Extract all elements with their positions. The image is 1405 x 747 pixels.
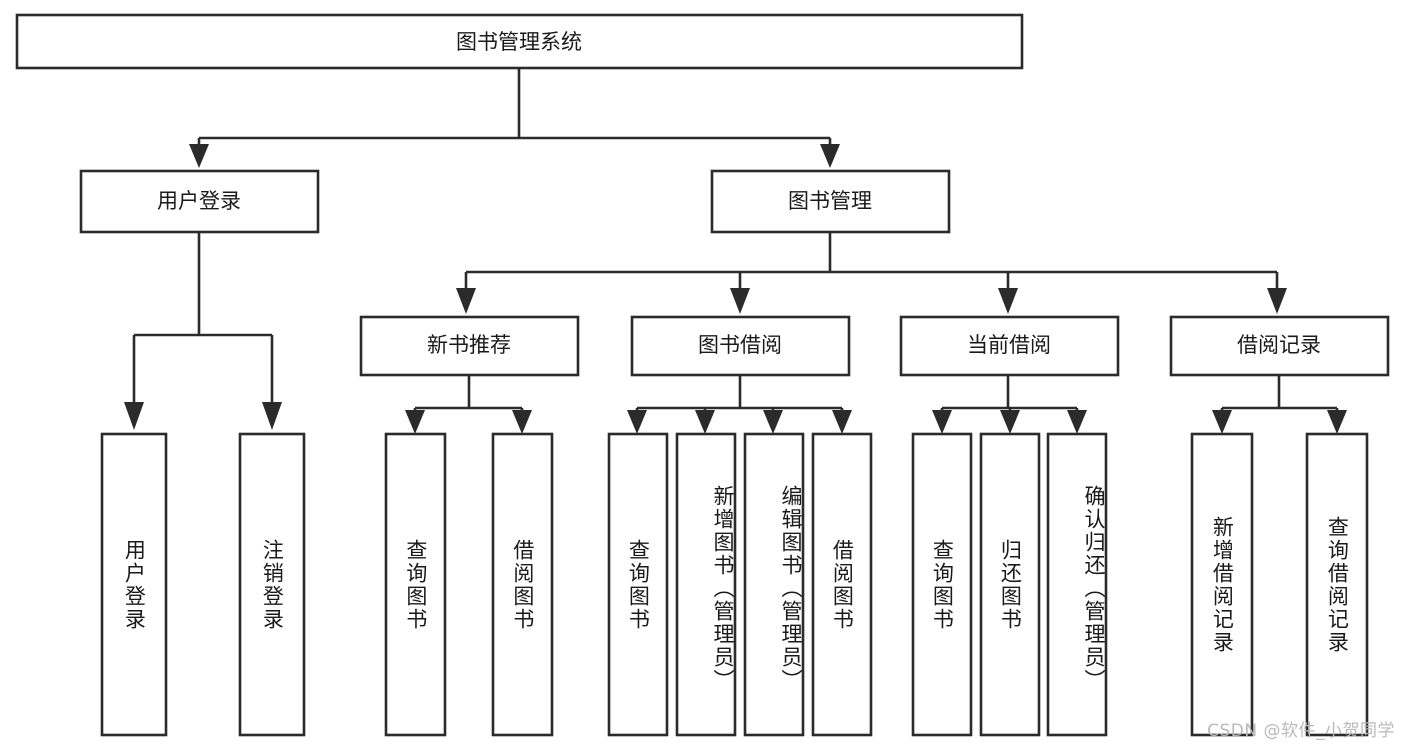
arrow-user-login — [189, 144, 209, 168]
arrow-leaf-cb-2 — [1000, 410, 1020, 434]
leaf-box-cb-query-book[interactable] — [911, 432, 973, 737]
node-borrow-record-box[interactable] — [1169, 315, 1390, 377]
arrow-leaf-br-2 — [1327, 410, 1347, 434]
leaf-boxes-user-login — [100, 432, 306, 737]
leaf-box-bb-edit-book[interactable] — [743, 432, 805, 737]
node-root-system[interactable]: 图书管理系统 — [15, 13, 1024, 70]
node-user-login[interactable]: 用户登录 — [79, 169, 320, 234]
arrow-leaf-bb-2 — [695, 410, 715, 434]
node-current-borrow-label: 当前借阅 — [967, 333, 1051, 357]
leaf-box-cb-confirm-return[interactable] — [1046, 432, 1108, 737]
leaf-box-nbr-borrow-book[interactable] — [491, 432, 554, 737]
arrow-leaf-nbr-1 — [405, 410, 425, 434]
node-new-book-recommend-box[interactable] — [359, 315, 580, 377]
arrow-leaf-cb-1 — [932, 410, 952, 434]
arrow-leaf-nbr-2 — [512, 410, 532, 434]
node-current-borrow[interactable]: 当前借阅 — [899, 315, 1120, 377]
node-root-system-label: 图书管理系统 — [456, 30, 582, 54]
arrow-leaf-br-1 — [1212, 410, 1232, 434]
connector-group-book-borrow — [627, 375, 852, 434]
node-current-borrow-box[interactable] — [899, 315, 1120, 377]
leaf-boxes-current-borrow — [911, 432, 1108, 737]
leaf-box-bb-add-book[interactable] — [675, 432, 737, 737]
leaf-boxes-book-borrow — [607, 432, 873, 737]
leaf-box-bb-borrow-book[interactable] — [811, 432, 873, 737]
connector-group-current-borrow — [932, 375, 1087, 434]
leaf-box-br-add-record[interactable] — [1190, 432, 1254, 737]
node-book-borrow-box[interactable] — [630, 315, 851, 377]
arrow-leaf-user-login — [124, 402, 144, 430]
arrow-current-borrow — [998, 288, 1018, 314]
node-book-management-label: 图书管理 — [788, 189, 872, 213]
arrow-leaf-bb-3 — [763, 410, 783, 434]
node-book-management[interactable]: 图书管理 — [710, 169, 951, 234]
arrow-new-book-recommend — [456, 288, 476, 314]
arrow-leaf-bb-4 — [832, 410, 852, 434]
arrow-book-borrow — [730, 288, 750, 314]
connector-group-borrow-record — [1212, 375, 1347, 434]
leaf-box-user-login[interactable] — [100, 432, 168, 737]
arrow-borrow-record — [1267, 288, 1287, 314]
node-root-system-box[interactable] — [15, 13, 1024, 70]
node-borrow-record-label: 借阅记录 — [1237, 333, 1321, 357]
node-new-book-recommend-label: 新书推荐 — [427, 333, 511, 357]
node-book-borrow-label: 图书借阅 — [698, 333, 782, 357]
leaf-box-nbr-query-book[interactable] — [384, 432, 447, 737]
arrow-leaf-bb-1 — [627, 410, 647, 434]
leaf-boxes-borrow-record — [1190, 432, 1369, 737]
node-book-management-box[interactable] — [710, 169, 951, 234]
node-borrow-record[interactable]: 借阅记录 — [1169, 315, 1390, 377]
connector-group-root — [189, 68, 840, 168]
arrow-book-manage — [820, 144, 840, 168]
node-user-login-label: 用户登录 — [157, 189, 241, 213]
leaf-box-cb-return-book[interactable] — [979, 432, 1041, 737]
leaf-box-br-query-record[interactable] — [1305, 432, 1369, 737]
connector-group-user-login — [124, 232, 282, 430]
node-user-login-box[interactable] — [79, 169, 320, 234]
arrow-leaf-logout — [262, 402, 282, 430]
node-book-borrow[interactable]: 图书借阅 — [630, 315, 851, 377]
arrow-leaf-cb-3 — [1067, 410, 1087, 434]
node-new-book-recommend[interactable]: 新书推荐 — [359, 315, 580, 377]
leaf-boxes-new-book-recommend — [384, 432, 554, 737]
csdn-watermark: CSDN @软件_小贺同学 — [1207, 721, 1395, 741]
leaf-box-logout[interactable] — [238, 432, 306, 737]
connector-group-book-manage — [456, 232, 1287, 314]
connector-group-new-book-recommend — [405, 375, 532, 434]
leaf-box-bb-query-book[interactable] — [607, 432, 669, 737]
